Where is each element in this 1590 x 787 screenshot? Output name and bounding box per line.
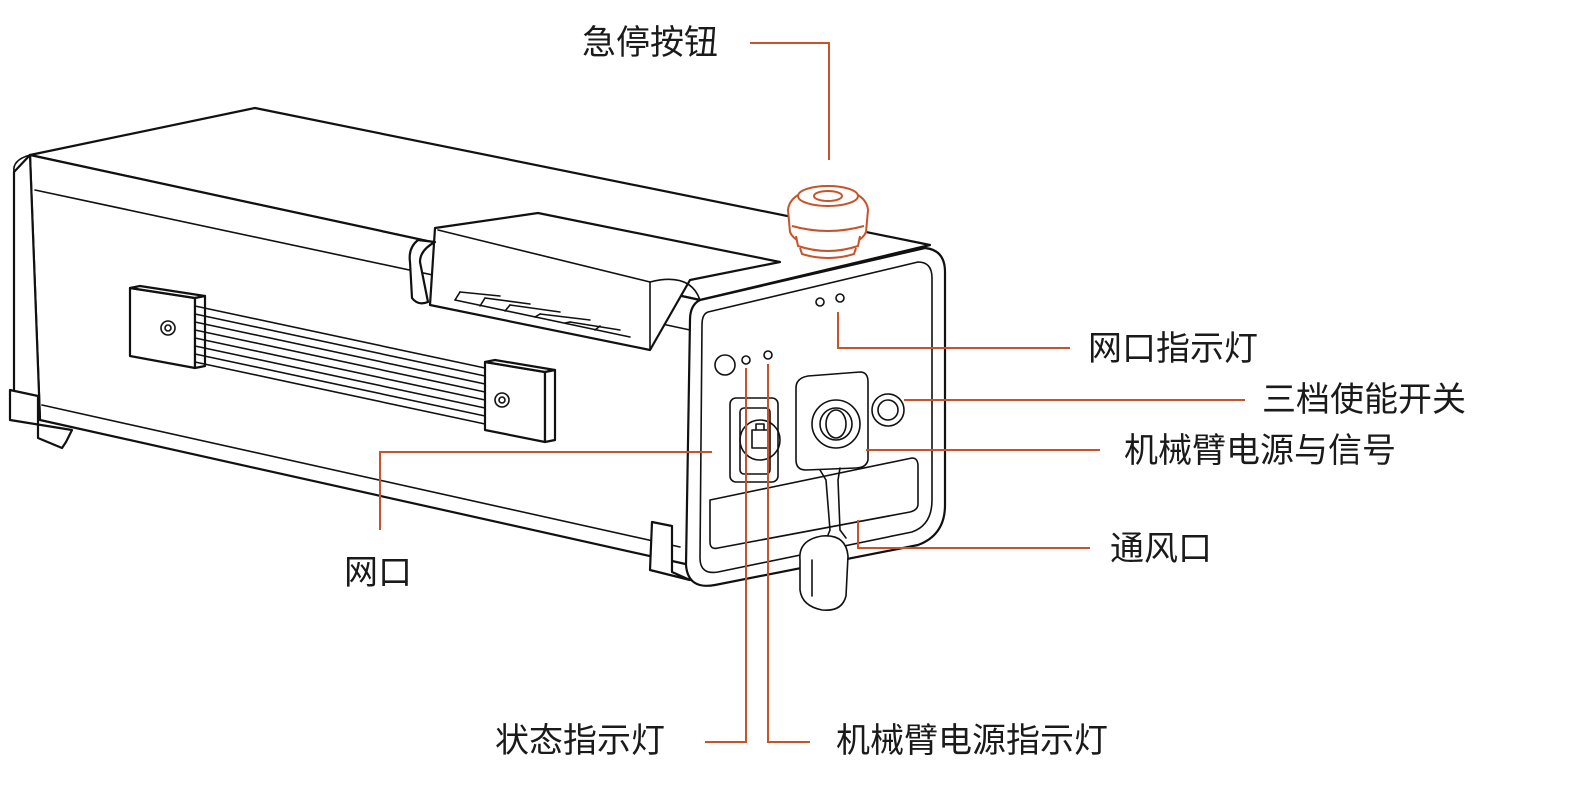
leader-arm-power-indicator (767, 364, 810, 743)
label-emergency-stop: 急停按钮 (582, 23, 718, 63)
label-status-indicator: 状态指示灯 (495, 721, 665, 761)
front-panel (684, 246, 947, 612)
leader-network-indicator (837, 312, 1070, 349)
side-handle (128, 284, 557, 444)
enable-switch (871, 393, 905, 427)
label-three-position-switch: 三档使能开关 (1262, 380, 1466, 420)
front-vent-slot (709, 457, 919, 550)
network-port-socket (729, 397, 781, 483)
leader-lines (379, 42, 1245, 743)
label-network-indicator: 网口指示灯 (1088, 329, 1258, 369)
emergency-stop-button (786, 185, 870, 259)
label-vent: 通风口 (1110, 529, 1212, 569)
network-led-1 (815, 297, 825, 307)
label-arm-power-indicator: 机械臂电源指示灯 (836, 721, 1108, 761)
label-arm-power-signal: 机械臂电源与信号 (1124, 431, 1396, 471)
label-network-port: 网口 (344, 553, 412, 593)
leader-status-indicator (705, 368, 747, 743)
network-led-2 (835, 293, 845, 303)
leader-vent (857, 520, 1090, 549)
arm-power-led (763, 350, 773, 360)
arm-connector (795, 371, 869, 612)
leader-network-port (379, 451, 712, 530)
top-recess (408, 211, 782, 352)
leader-emergency-stop (750, 42, 830, 160)
status-led (741, 355, 751, 365)
